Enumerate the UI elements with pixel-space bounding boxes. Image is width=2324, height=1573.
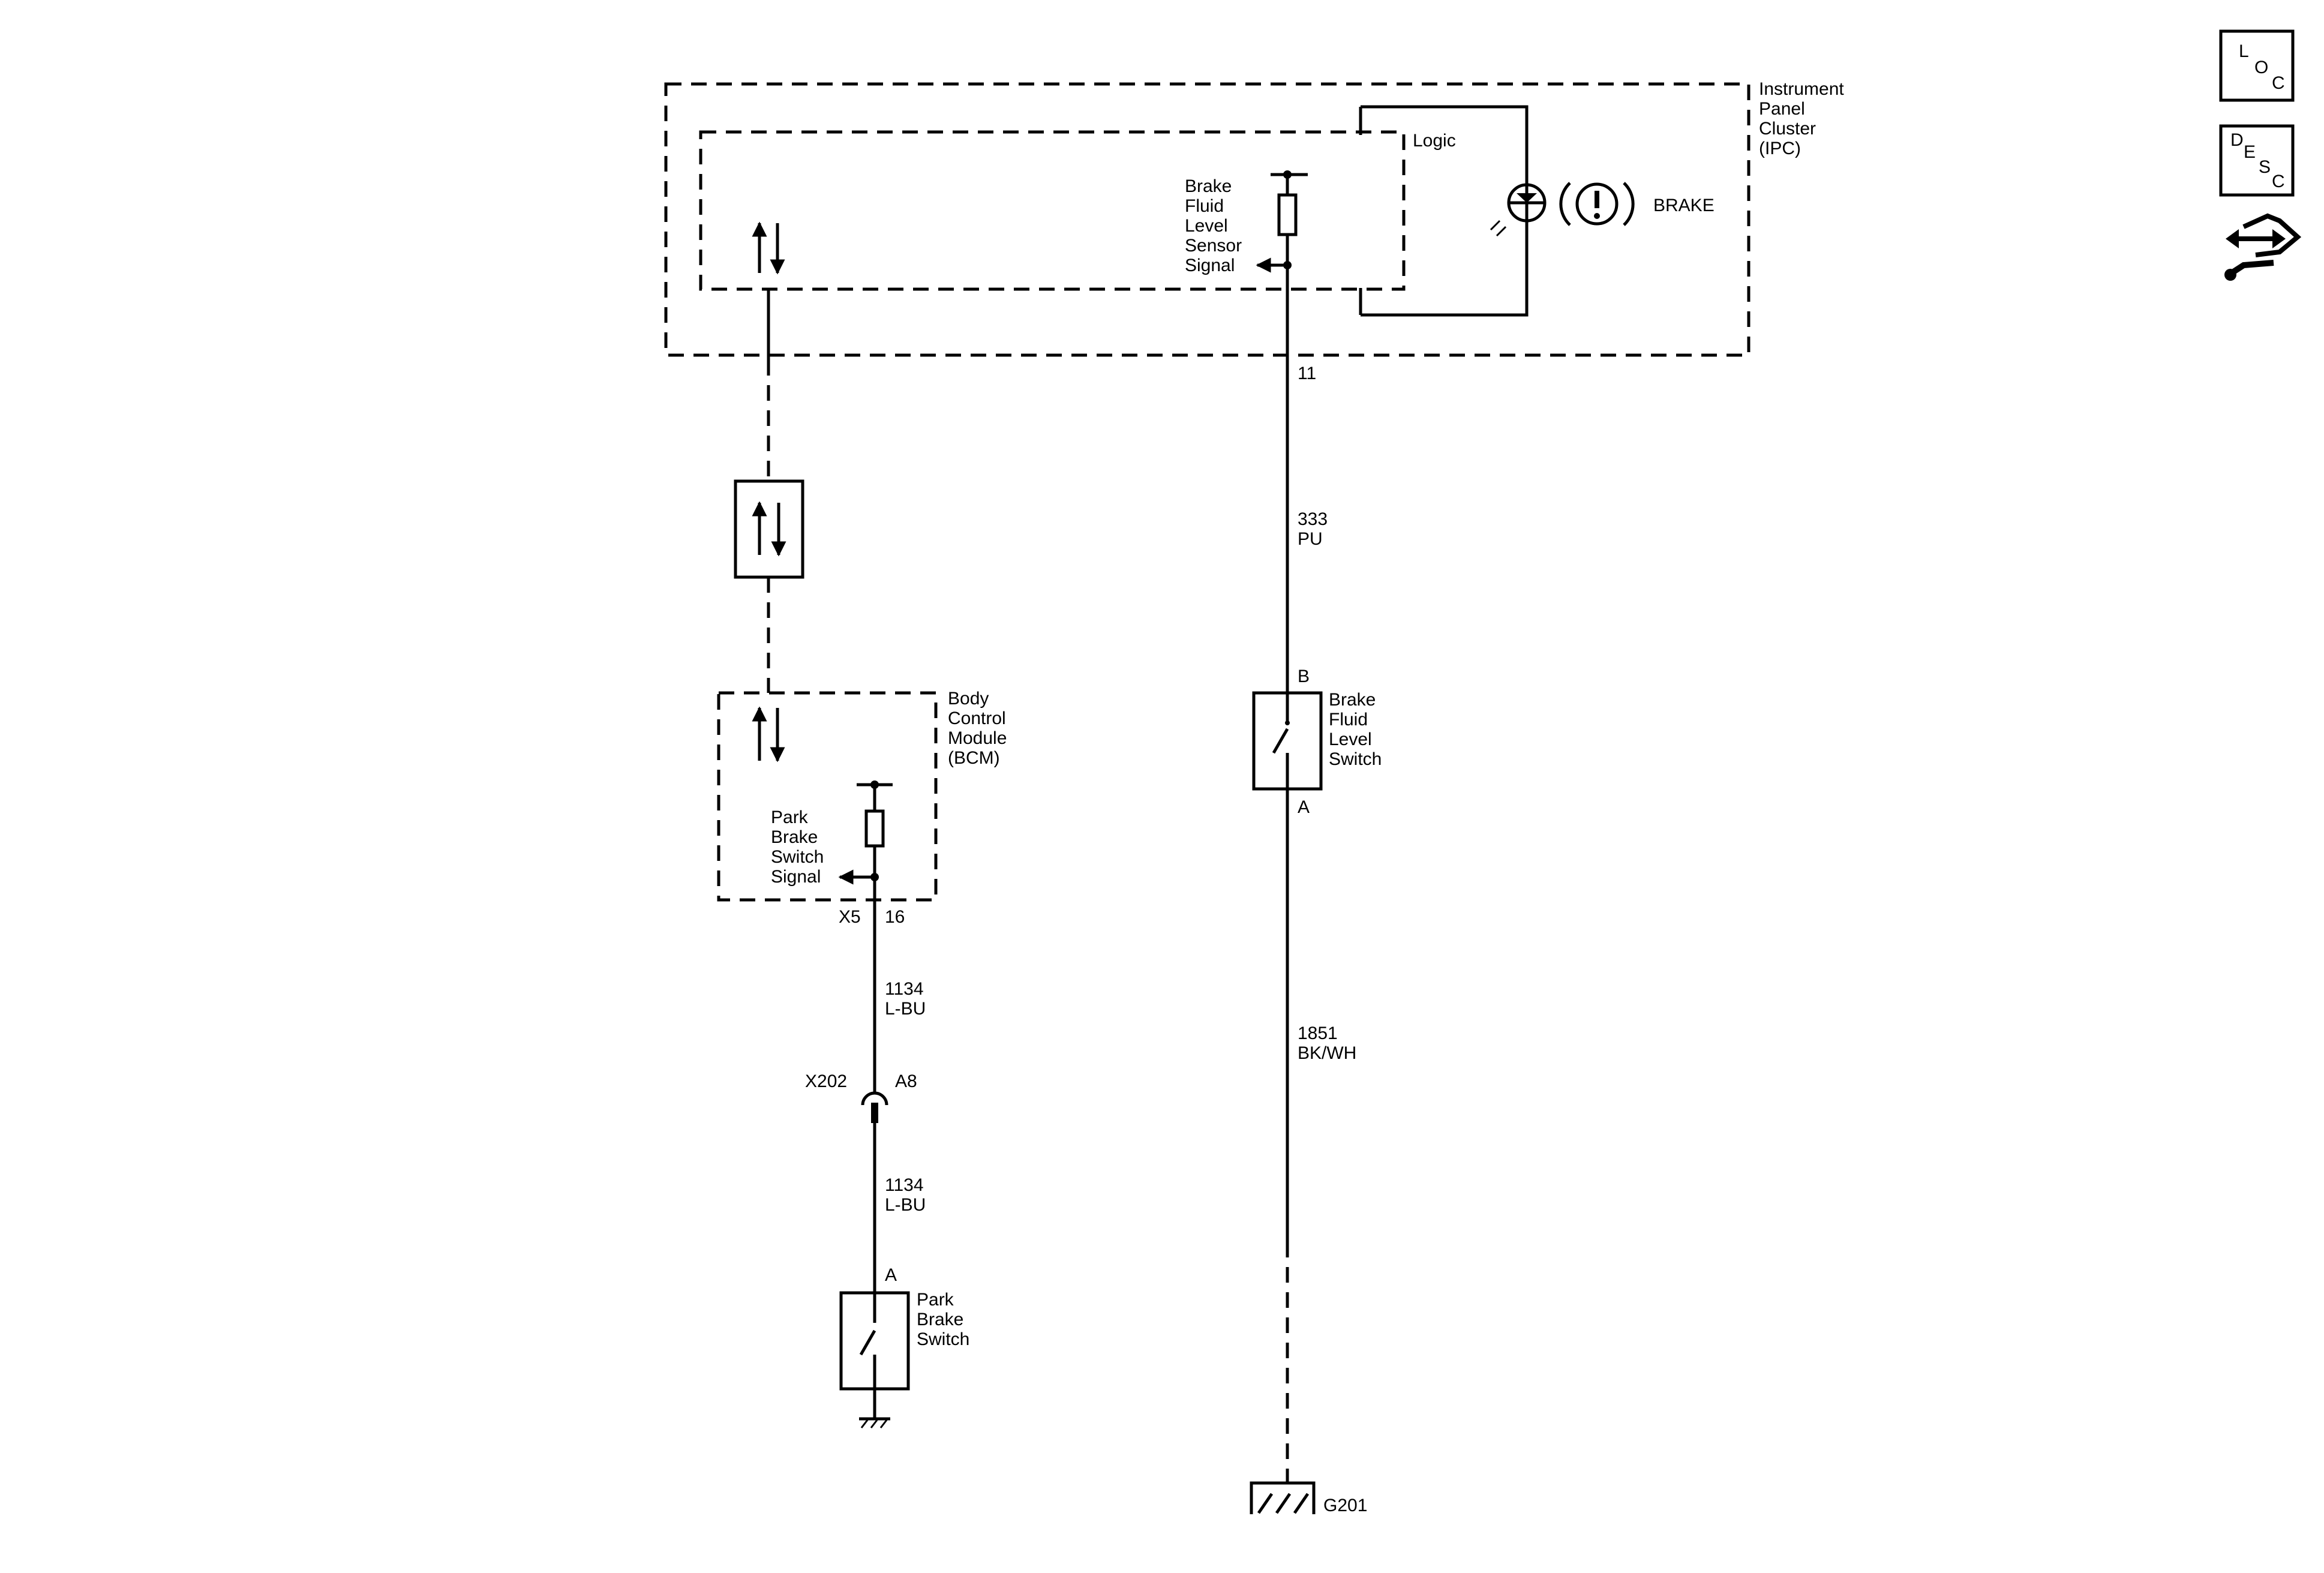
bcm-serial-data-arrows-icon bbox=[752, 706, 785, 763]
fluid-switch-line-2: Fluid bbox=[1329, 710, 1368, 730]
wire-1134-upper-color: L-BU bbox=[885, 999, 926, 1019]
ipc-sensor-pullup bbox=[1256, 170, 1308, 273]
ipc-logic-bracket bbox=[1361, 105, 1529, 317]
ipc-name-line-3: Cluster bbox=[1759, 119, 1816, 139]
ipc-name-line-4: (IPC) bbox=[1759, 139, 1801, 158]
desc-icon-letter-c: C bbox=[2272, 172, 2285, 191]
bcm-name-line-2: Control bbox=[948, 709, 1006, 728]
bcm-signal-line-1: Park bbox=[771, 807, 809, 827]
park-switch-line-1: Park bbox=[917, 1290, 954, 1310]
fluid-switch-line-4: Switch bbox=[1329, 749, 1382, 769]
wire-1134-lower-color: L-BU bbox=[885, 1195, 926, 1215]
bcm-signal-line-3: Switch bbox=[771, 847, 824, 867]
wire-333-color: PU bbox=[1298, 529, 1323, 549]
bcm-pin-16: 16 bbox=[885, 907, 905, 927]
fluid-switch-label: Brake Fluid Level Switch bbox=[1329, 690, 1382, 769]
ipc-name: Instrument Panel Cluster (IPC) bbox=[1759, 79, 1849, 158]
fluid-switch-line-3: Level bbox=[1329, 730, 1372, 749]
x202-label: X202 bbox=[805, 1071, 847, 1091]
brake-indicator-led-icon bbox=[1490, 183, 1547, 237]
wire-1851-color: BK/WH bbox=[1298, 1043, 1356, 1063]
park-switch-contact bbox=[859, 1329, 876, 1356]
arrows-wrench-icon[interactable] bbox=[2224, 213, 2302, 281]
ipc-logic-dashed-box bbox=[699, 130, 1406, 291]
ipc-serial-data-arrows-icon bbox=[752, 221, 785, 275]
park-switch-label: Park Brake Switch bbox=[917, 1290, 969, 1349]
brake-fluid-level-switch bbox=[1252, 691, 1323, 791]
bcm-connector-x5: X5 bbox=[839, 907, 861, 927]
fluid-switch-pin-a: A bbox=[1298, 797, 1310, 817]
wire-1134-upper-circuit: 1134 bbox=[885, 979, 924, 999]
bcm-signal-line-2: Brake bbox=[771, 827, 818, 847]
brake-lamp-label: BRAKE bbox=[1653, 196, 1715, 215]
bcm-signal-pullup bbox=[838, 781, 893, 885]
desc-icon-letter-e: E bbox=[2244, 142, 2256, 162]
ipc-sensor-line-4: Sensor bbox=[1185, 236, 1242, 256]
ipc-sensor-line-1: Brake bbox=[1185, 176, 1232, 196]
wire-333-circuit: 333 bbox=[1298, 509, 1328, 529]
ground-g201-icon bbox=[1250, 1481, 1316, 1514]
ipc-sensor-line-2: Fluid bbox=[1185, 196, 1224, 216]
fluid-switch-line-1: Brake bbox=[1329, 690, 1376, 710]
wire-1134-lower-circuit: 1134 bbox=[885, 1175, 924, 1195]
x202-pin-a8: A8 bbox=[895, 1071, 917, 1091]
bcm-name-line-4: (BCM) bbox=[948, 748, 1000, 768]
desc-icon-letter-d: D bbox=[2230, 130, 2244, 150]
desc-button[interactable]: D E S C bbox=[2219, 124, 2295, 197]
bcm-signal-label: Park Brake Switch Signal bbox=[771, 807, 829, 887]
ipc-name-line-1: Instrument bbox=[1759, 79, 1844, 99]
brake-warning-symbol-icon bbox=[1559, 182, 1635, 226]
park-switch-line-3: Switch bbox=[917, 1329, 969, 1349]
fluid-switch-pin-b: B bbox=[1298, 667, 1310, 686]
bcm-module: Park Brake Switch Signal Body Control Mo… bbox=[717, 689, 1012, 902]
bcm-outline bbox=[717, 691, 938, 902]
ipc-pin-11: 11 bbox=[1298, 364, 1316, 383]
park-switch-case-ground-icon bbox=[859, 1417, 890, 1428]
wire-1851-circuit: 1851 bbox=[1298, 1023, 1338, 1043]
desc-icon-letter-s: S bbox=[2259, 157, 2271, 177]
park-brake-switch bbox=[839, 1291, 910, 1419]
bcm-signal-line-4: Signal bbox=[771, 867, 821, 887]
park-switch-line-2: Brake bbox=[917, 1310, 963, 1329]
ipc-sensor-line-5: Signal bbox=[1185, 256, 1235, 275]
park-switch-pin-a: A bbox=[885, 1265, 897, 1285]
inline-connector-x202-icon bbox=[861, 1091, 888, 1123]
bcm-name: Body Control Module (BCM) bbox=[948, 689, 1012, 768]
ipc-sensor-line-3: Level bbox=[1185, 216, 1228, 236]
loc-button[interactable]: L O C bbox=[2219, 29, 2295, 102]
ipc-name-line-2: Panel bbox=[1759, 99, 1805, 119]
ipc-sensor-label: Brake Fluid Level Sensor Signal bbox=[1185, 176, 1247, 275]
serial-data-splice-icon bbox=[734, 479, 804, 579]
loc-icon-letter-l: L bbox=[2239, 41, 2249, 61]
loc-icon-letter-c: C bbox=[2272, 73, 2285, 93]
bcm-name-line-1: Body bbox=[948, 689, 989, 709]
loc-icon-letter-o: O bbox=[2254, 58, 2268, 77]
bcm-name-line-3: Module bbox=[948, 728, 1007, 748]
ipc-logic-label: Logic bbox=[1413, 131, 1456, 151]
ipc-module: Logic Instrument Panel Cluster (IPC) Bra… bbox=[664, 79, 1849, 357]
ipc-outline bbox=[664, 82, 1750, 357]
ground-g201-label: G201 bbox=[1323, 1496, 1367, 1515]
fluid-switch-contact bbox=[1272, 728, 1289, 754]
